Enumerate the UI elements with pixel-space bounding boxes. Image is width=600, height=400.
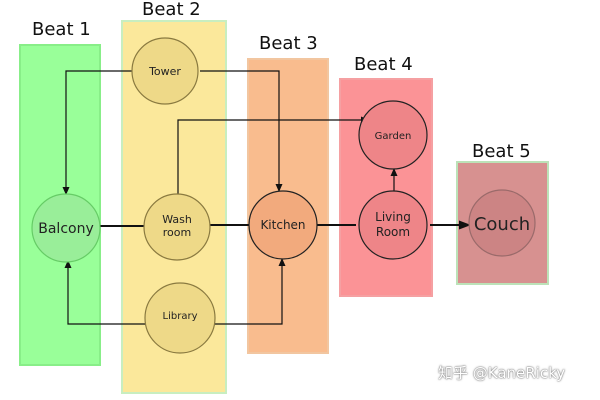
node-kitchen-circle <box>248 190 318 260</box>
connectors <box>62 70 471 328</box>
edge-library-balcony <box>64 260 151 328</box>
node-kitchen-label: Kitchen <box>260 218 305 232</box>
node-tower[interactable]: Tower <box>131 37 199 105</box>
node-washroom-label-2: room <box>163 226 191 239</box>
node-library-circle <box>144 282 216 354</box>
edge-tower-balcony <box>62 70 133 195</box>
node-couch[interactable]: Couch <box>468 189 536 257</box>
node-washroom-label-1: Wash <box>162 213 192 226</box>
node-balcony-label: Balcony <box>38 221 94 237</box>
watermark: 知乎 @KaneRicky <box>438 364 566 382</box>
beat-1-label: Beat 1 <box>32 19 91 40</box>
beat-3-label: Beat 3 <box>259 33 318 54</box>
node-tower-label: Tower <box>148 65 181 78</box>
node-living-room-label-2: Room <box>376 225 410 239</box>
node-garden-circle <box>358 100 428 170</box>
beat-5-label: Beat 5 <box>472 141 531 162</box>
node-living-room-circle <box>358 190 428 260</box>
node-kitchen[interactable]: Kitchen <box>248 190 318 260</box>
node-living-room-label-1: Living <box>375 210 411 224</box>
node-library[interactable]: Library <box>144 282 216 354</box>
edge-garden-washroom <box>174 116 369 202</box>
edge-library-kitchen <box>207 258 286 328</box>
node-living-room[interactable]: Living Room <box>358 190 428 260</box>
node-couch-circle <box>468 189 536 257</box>
node-garden[interactable]: Garden <box>358 100 428 170</box>
beat-4-label: Beat 4 <box>354 54 413 75</box>
node-balcony-circle <box>31 193 101 263</box>
node-tower-circle <box>131 37 199 105</box>
node-washroom-circle <box>143 193 211 261</box>
beat-2-label: Beat 2 <box>142 0 201 20</box>
node-couch-label: Couch <box>474 214 530 235</box>
node-washroom[interactable]: Wash room <box>143 193 211 261</box>
node-balcony[interactable]: Balcony <box>31 193 101 263</box>
node-library-label: Library <box>163 311 198 322</box>
node-garden-label: Garden <box>375 131 412 142</box>
